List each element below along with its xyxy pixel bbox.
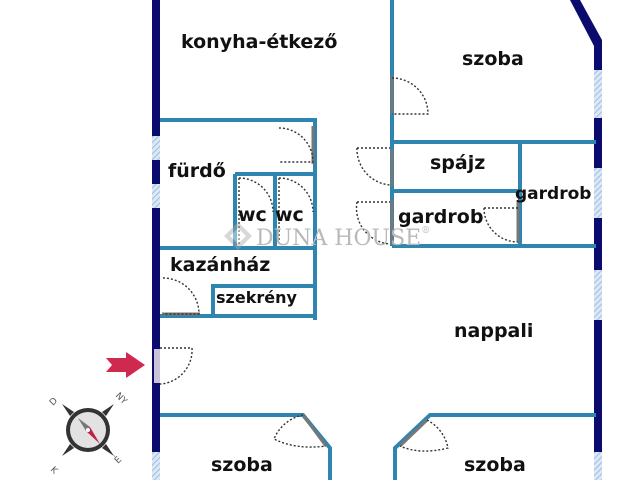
room-label-furdo: fürdő xyxy=(168,160,226,182)
room-label-wc-2: wc xyxy=(275,204,304,226)
windows xyxy=(152,70,602,480)
watermark-text: DUNA HOUSE® xyxy=(256,226,430,251)
compass-icon: D NY K É xyxy=(48,391,129,477)
room-label-kazanhaz: kazánház xyxy=(170,254,271,276)
room-label-spajz: spájz xyxy=(430,152,486,174)
room-label-nappali: nappali xyxy=(454,320,534,342)
svg-text:D: D xyxy=(48,396,60,408)
outer-walls xyxy=(152,0,602,480)
entrance-arrow-icon xyxy=(106,352,145,378)
watermark-brand: DUNA HOUSE xyxy=(256,226,422,251)
room-label-gardrob-left: gardrob xyxy=(398,206,484,228)
svg-text:É: É xyxy=(112,453,125,466)
room-label-szoba-bottom-right: szoba xyxy=(464,454,526,476)
room-label-konyha: konyha-étkező xyxy=(181,31,338,53)
watermark-registered: ® xyxy=(421,226,431,236)
room-label-szoba-top: szoba xyxy=(462,48,524,70)
duna-house-logo-icon xyxy=(224,222,252,250)
room-label-szekreny: szekrény xyxy=(216,288,297,307)
room-label-gardrob-right: gardrob xyxy=(515,184,592,204)
room-label-szoba-bottom-left: szoba xyxy=(211,454,273,476)
svg-text:K: K xyxy=(48,465,60,477)
svg-text:NY: NY xyxy=(113,391,129,407)
room-label-wc-1: wc xyxy=(238,204,267,226)
door-swings xyxy=(159,77,519,452)
